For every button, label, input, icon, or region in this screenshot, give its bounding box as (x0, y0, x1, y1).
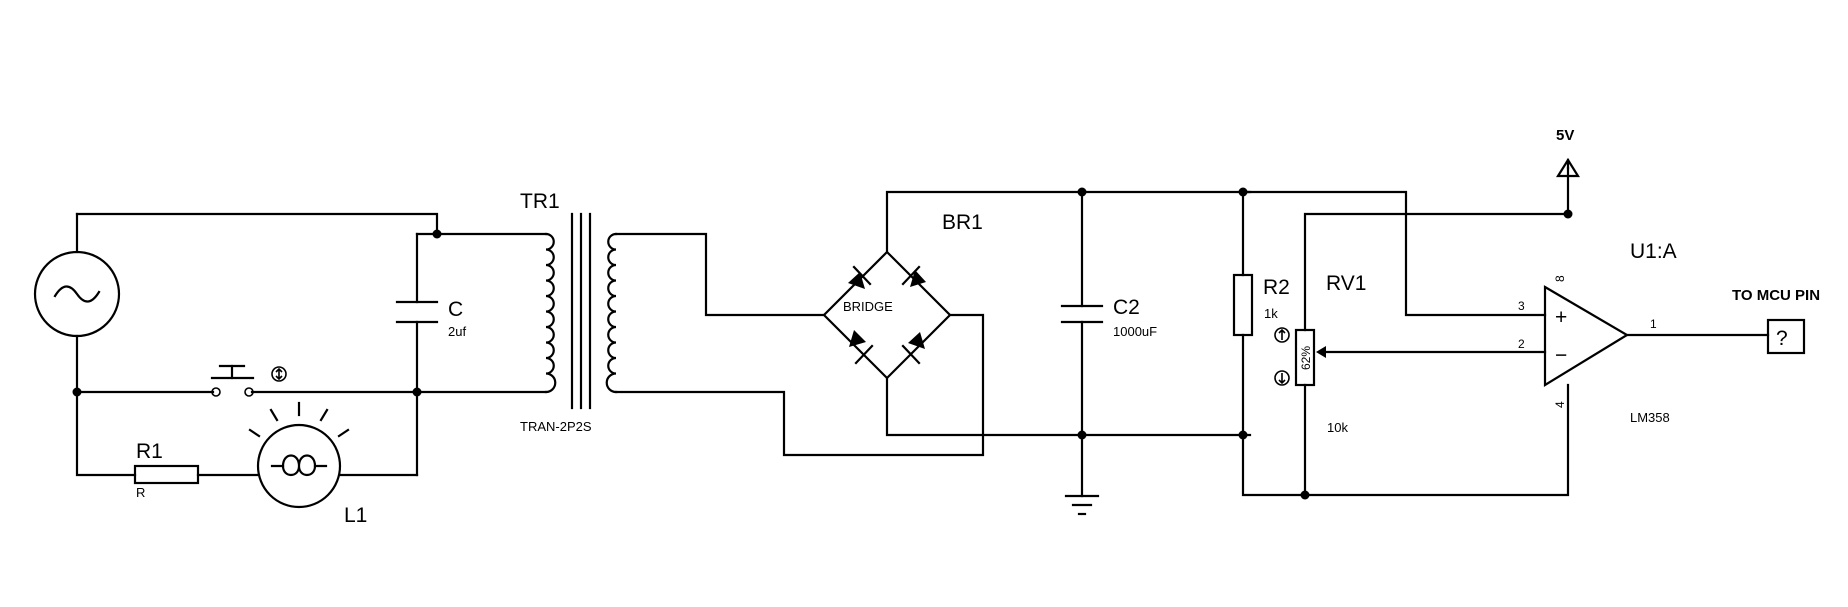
wire-top-left (75, 212, 439, 236)
capacitor-c-value: 2uf (448, 324, 466, 339)
ac-source-icon (33, 250, 121, 338)
power-symbol (1556, 157, 1580, 178)
resistor-r1 (133, 464, 200, 485)
junction-dot (1300, 490, 1310, 500)
junction-dot (1077, 187, 1087, 197)
wire-sec-top (614, 232, 826, 317)
capacitor-c-ref: C (448, 298, 463, 321)
wire-r2-bottom (1241, 333, 1570, 497)
capacitor-c2-value: 1000uF (1113, 324, 1157, 339)
opamp-plus-sign: + (1555, 306, 1567, 329)
potentiometer-wiper-percent: 62% (1299, 346, 1313, 370)
junction-dot (1563, 209, 1573, 219)
bridge-diode (849, 330, 874, 365)
opamp-part: LM358 (1630, 410, 1670, 425)
wire-bridge-bottom (885, 376, 1252, 437)
opamp-ref: U1:A (1630, 240, 1677, 263)
divider-section (1232, 166, 1573, 500)
capacitor-c2-ref: C2 (1113, 296, 1140, 319)
wiper-arrow (1316, 346, 1326, 358)
transformer-ref: TR1 (520, 190, 560, 213)
transformer-part: TRAN-2P2S (520, 419, 592, 434)
increment-icon[interactable] (1274, 327, 1290, 343)
junction-dot (412, 387, 422, 397)
junction-dot (1238, 430, 1248, 440)
junction-dot (432, 229, 442, 239)
lamp-ref: L1 (344, 504, 367, 527)
resistor-r1-ref: R1 (136, 440, 163, 463)
potentiometer-rv1 (1294, 328, 1316, 387)
capacitor-c (395, 300, 439, 324)
opamp-pin-gnd: 4 (1553, 401, 1567, 408)
bridge-diode (901, 332, 925, 365)
power-label: 5V (1556, 127, 1574, 144)
wire-plus-input (1241, 190, 1547, 317)
resistor-r2 (1232, 273, 1254, 337)
output-label: TO MCU PIN (1732, 287, 1820, 304)
ground-icon (1064, 494, 1100, 516)
capacitor-c2 (1060, 304, 1104, 324)
bridge-part: BRIDGE (843, 299, 893, 314)
wire-bridge-top (885, 190, 1252, 254)
resistor-r1-value: R (136, 485, 145, 500)
opamp-pin-plus: 3 (1518, 299, 1525, 313)
push-button-icon[interactable] (210, 364, 287, 397)
wire-rv1-top (1303, 166, 1570, 332)
opamp-minus-sign: − (1555, 344, 1567, 367)
opamp-pin-out: 1 (1650, 317, 1657, 331)
junction-dot (72, 387, 82, 397)
output-terminal-symbol: ? (1776, 327, 1788, 350)
opamp-u1a (1543, 285, 1770, 387)
wire-source-bottom (75, 334, 137, 477)
opamp-pin-vcc: 8 (1553, 275, 1567, 282)
transformer-tr1 (544, 212, 618, 410)
potentiometer-ref: RV1 (1326, 272, 1366, 295)
capacitor-c2-section (1060, 187, 1104, 516)
bridge-diode (901, 265, 926, 287)
primary-circuit: C 2uf R1 R L1 (33, 212, 548, 527)
potentiometer-value: 10k (1327, 420, 1348, 435)
rectifier-section (614, 190, 1252, 457)
resistor-r2-value: 1k (1264, 306, 1278, 321)
decrement-icon[interactable] (1274, 370, 1290, 386)
output-terminal[interactable] (1766, 318, 1806, 355)
bridge-diode (848, 265, 872, 289)
opamp-pin-minus: 2 (1518, 337, 1525, 351)
junction-dot (1077, 430, 1087, 440)
junction-dot (1238, 187, 1248, 197)
lamp-icon (248, 401, 350, 509)
bridge-ref: BR1 (942, 211, 983, 234)
resistor-r2-ref: R2 (1263, 276, 1290, 299)
wire-sec-bottom (614, 313, 985, 457)
bridge-outline (822, 250, 952, 380)
